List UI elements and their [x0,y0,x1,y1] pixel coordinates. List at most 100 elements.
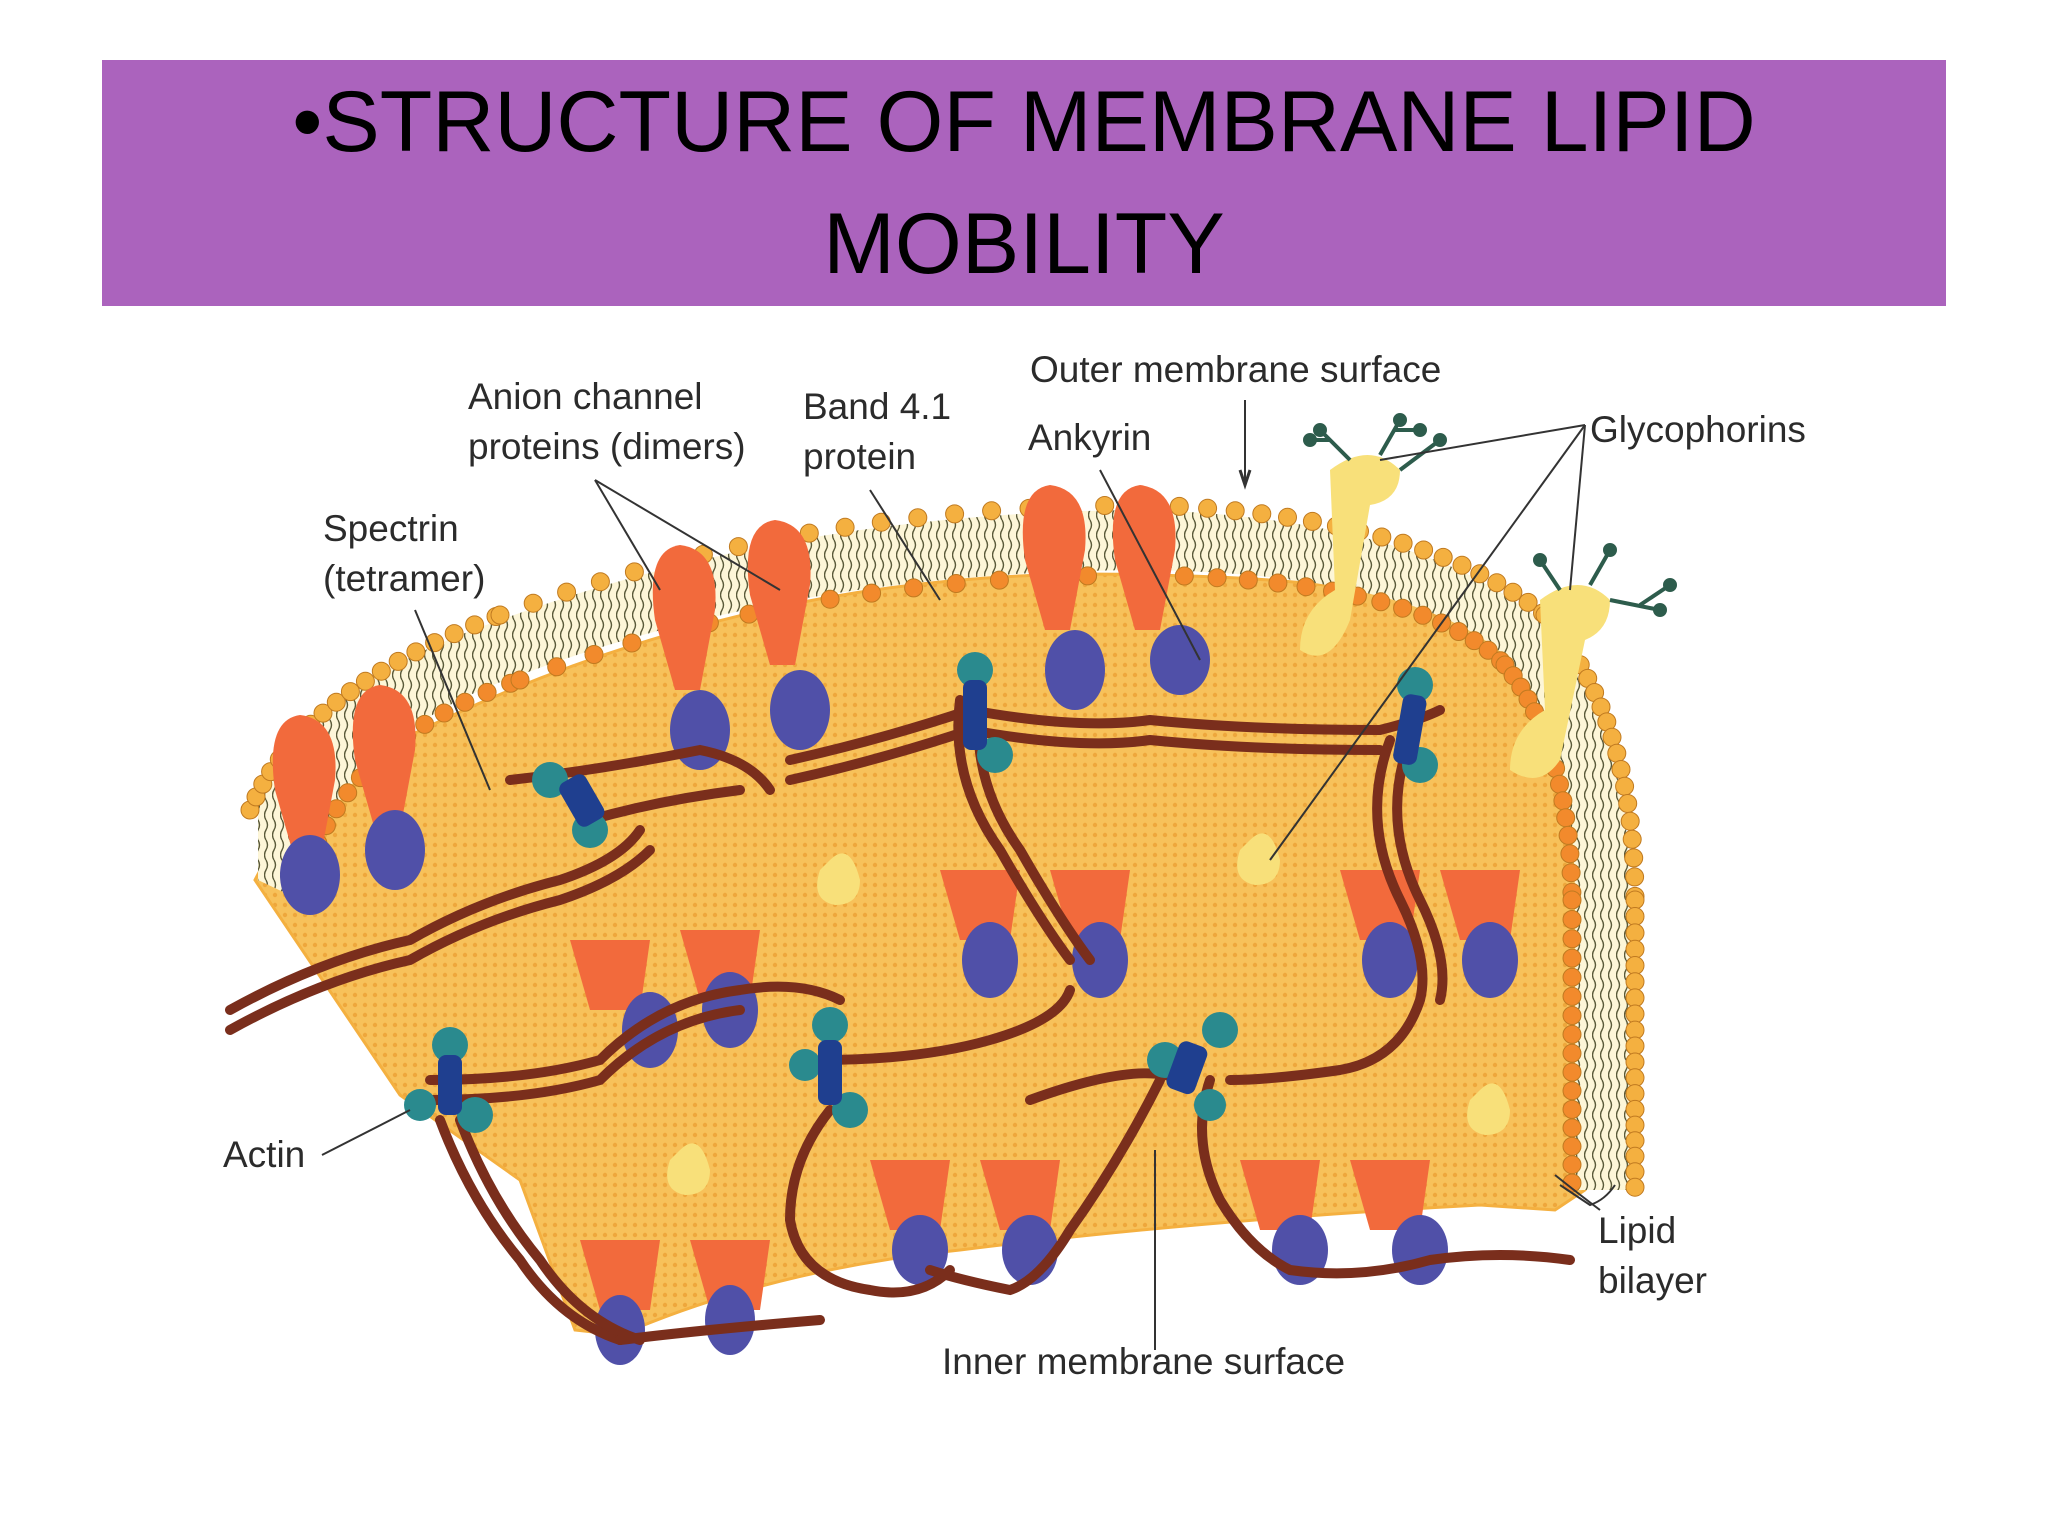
lipid-head [820,589,840,609]
lipid-head [415,714,435,734]
title-line-1: STRUCTURE OF MEMBRANE LIPID [322,74,1756,170]
lipid-head [510,670,530,690]
lipid-head [1602,727,1622,747]
lipid-head [945,504,965,524]
lipid-head [1620,811,1640,831]
lipid-head [1518,592,1538,612]
lipid-head [1487,573,1507,593]
lipid-head [406,642,426,662]
lipid-head [1174,566,1194,586]
slide-title: •STRUCTURE OF MEMBRANE LIPID MOBILITY [292,61,1756,305]
lipid-head [371,661,391,681]
lipid-head [1095,496,1115,515]
label-band-4-1-line2: protein [803,436,917,477]
lipid-head [1562,986,1582,1006]
lipid-head [477,682,497,702]
lipid-head [1618,794,1638,813]
lipid-head [388,651,408,671]
spectrin-network [225,695,1575,1345]
label-lipid-bilayer-line2: bilayer [1598,1260,1707,1301]
lipid-head [1562,967,1582,987]
lipid-head [1625,956,1645,975]
lipid-head [1625,890,1645,910]
label-band-4-1: Band 4.1 protein [803,382,951,482]
lipid-head [1503,582,1523,602]
lipid-head [1562,1118,1582,1138]
label-anion-channel-line1: Anion channel [468,376,703,417]
lipid-head [547,657,567,677]
label-lipid-bilayer-line1: Lipid [1598,1210,1677,1251]
lipid-head [313,703,333,723]
label-spectrin: Spectrin (tetramer) [323,504,485,604]
lipid-head [1198,498,1218,518]
lipid-head [584,645,604,664]
lipid-head [444,624,464,644]
lipid-head [622,633,642,653]
lipid-head [1393,533,1413,553]
label-glycophorins: Glycophorins [1590,409,1806,450]
lipid-head [1225,501,1245,521]
lipid-head [1207,568,1227,588]
lipid-head [908,508,928,528]
lipid-head [1624,848,1644,868]
lipid-head [1372,527,1392,547]
lipid-head [946,574,966,593]
lipid-head [1268,573,1288,593]
label-spectrin-line2: (tetramer) [323,558,486,599]
lipid-head [1464,631,1484,651]
glycophorin-sugars [1303,413,1677,617]
lipid-head [490,605,510,625]
actin-clusters [404,652,1438,1133]
lipid-head [1449,622,1469,641]
label-actin: Actin [223,1134,306,1175]
lipid-head [1371,592,1391,612]
lipid-head [1562,1043,1582,1063]
lipid-head [1625,867,1645,887]
lipid-head [523,593,543,613]
lipid-head [1622,829,1642,849]
lipid-head [1560,844,1580,864]
lipid-head [1452,555,1472,575]
lipid-head [590,572,610,592]
lipid-head [1278,507,1297,527]
lipid-head [1414,540,1434,560]
lipid-head [1562,1024,1582,1044]
lipid-head [434,703,454,723]
lipid-head [989,570,1009,590]
lipid-head [1625,923,1645,943]
lipid-head [1169,496,1189,516]
lipid-head [1562,929,1582,949]
lipid-head [355,671,375,691]
lipid-head [1302,511,1322,531]
lipid-head [1611,760,1631,779]
lipid-head [1562,1006,1582,1025]
lipid-head [1296,577,1316,597]
lipid-head [1413,605,1433,625]
label-lipid-bilayer: Lipid bilayer [1598,1206,1707,1306]
lipid-head [1558,825,1578,845]
lipid-bilayer-brace [1559,1184,1616,1207]
label-band-4-1-line1: Band 4.1 [803,386,952,427]
lipid-head [1562,1099,1582,1119]
label-anion-channel-line2: proteins (dimers) [468,426,746,467]
lipid-head [1562,890,1582,910]
lipid-head [340,682,360,702]
title-banner: •STRUCTURE OF MEMBRANE LIPID MOBILITY [102,60,1946,306]
lipid-head [1562,1081,1582,1101]
label-anion-channel: Anion channel proteins (dimers) [468,372,746,472]
lipid-head [465,615,485,635]
lipid-head [1625,1004,1645,1024]
lipid-head [557,582,577,602]
lipid-head [1562,910,1582,929]
title-line-2: MOBILITY [823,196,1225,292]
lipid-head [904,578,924,598]
lipid-head [1470,564,1490,584]
lipid-head [1553,791,1573,811]
label-spectrin-line1: Spectrin [323,508,459,549]
lipid-head [1561,863,1581,883]
lipid-head [1562,1062,1582,1082]
lipid-head [326,692,346,712]
lipid-head [1550,774,1569,794]
lipid-head [1625,1036,1645,1056]
